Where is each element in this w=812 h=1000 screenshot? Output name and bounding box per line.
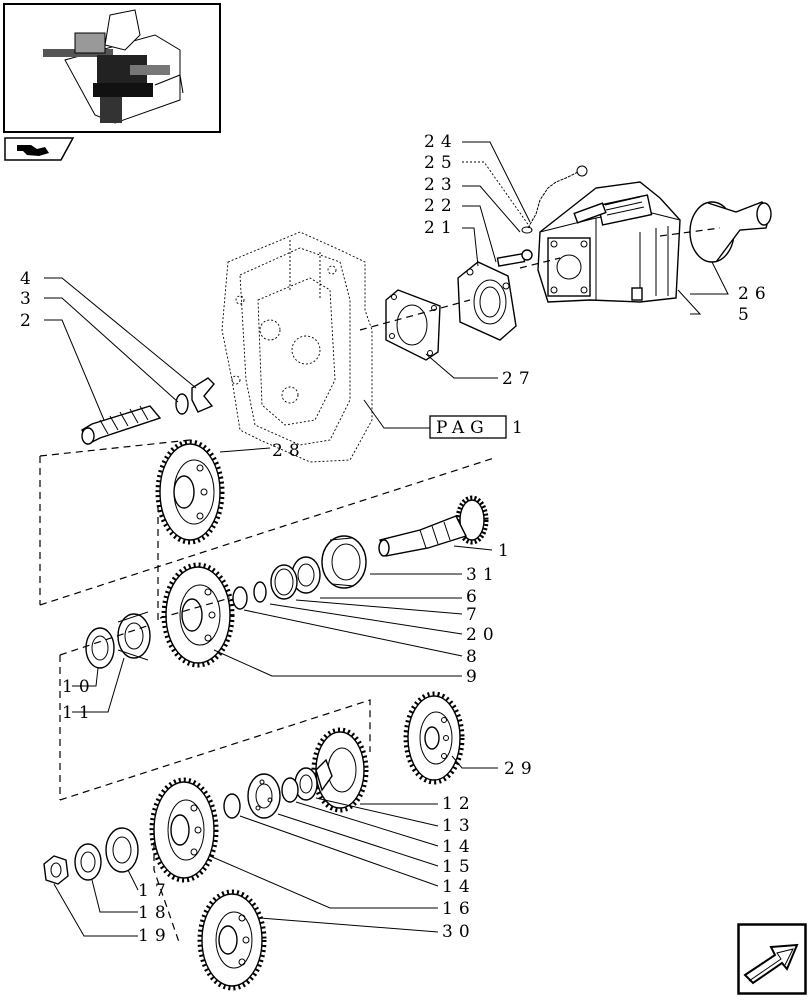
- callout-25: 25: [424, 153, 458, 173]
- bearing-17: [105, 827, 139, 873]
- assembly-outline-upper: [39, 439, 495, 620]
- assembly-thumbnail-icon: [43, 9, 184, 124]
- gear-9: [161, 562, 235, 668]
- callout-14b: 14: [442, 877, 476, 897]
- callout-26: 26: [738, 284, 772, 304]
- gear-16: [149, 777, 219, 883]
- next-page-button[interactable]: [737, 923, 807, 995]
- callout-16: 16: [442, 899, 476, 919]
- cover-26: [689, 201, 772, 263]
- page-reference-box[interactable]: PAG 1: [429, 415, 529, 439]
- bolt-22: [496, 249, 533, 267]
- callout-8: 8: [466, 647, 483, 667]
- callout-12: 12: [442, 794, 476, 814]
- callout-22: 22: [424, 196, 458, 216]
- callout-15: 15: [442, 857, 476, 877]
- callout-14a: 14: [442, 837, 476, 857]
- pump-housing-5: [537, 181, 681, 303]
- callout-24: 24: [424, 132, 458, 152]
- bearing-11: [117, 611, 151, 661]
- ring-14: [281, 777, 299, 803]
- bearing-31: [321, 535, 367, 589]
- assembly-thumbnail[interactable]: [3, 3, 221, 133]
- assembly-outline-lower: [59, 624, 371, 946]
- bearing-18: [74, 843, 102, 881]
- gear-29: [403, 691, 465, 785]
- callout-29: 29: [504, 759, 538, 779]
- callout-4: 4: [20, 269, 37, 289]
- callout-7: 7: [466, 605, 483, 625]
- callout-13: 13: [442, 816, 476, 836]
- callout-19: 19: [138, 926, 172, 946]
- snap-ring-7: [270, 564, 298, 600]
- catalog-tab[interactable]: [3, 137, 75, 161]
- callout-5: 5: [738, 305, 755, 325]
- bearing-10: [85, 627, 115, 669]
- callout-17: 17: [138, 881, 172, 901]
- callout-labels: 4 3 2 24 25 23 22 21 26 5 27 28 1 31 6 7…: [20, 132, 772, 946]
- pinion-shaft-1: [378, 495, 489, 557]
- bearing-15: [247, 773, 281, 819]
- callout-21: 21: [424, 218, 458, 238]
- ring-13: [294, 767, 318, 801]
- axis-lines: [159, 227, 721, 619]
- callout-10: 10: [62, 677, 96, 697]
- callout-18: 18: [138, 903, 172, 923]
- gear-28: [155, 439, 225, 545]
- callout-28: 28: [272, 441, 306, 461]
- leader-lines: [44, 141, 729, 937]
- callout-2: 2: [20, 311, 37, 331]
- callout-20: 20: [466, 625, 500, 645]
- gear-12: [311, 727, 369, 813]
- ring-20: [253, 581, 267, 603]
- callout-9: 9: [466, 667, 483, 687]
- callout-1: 1: [498, 541, 515, 561]
- nut-19: [43, 855, 69, 885]
- callout-11: 11: [62, 703, 96, 723]
- callout-6: 6: [466, 587, 483, 607]
- gearbox-housing: [221, 231, 373, 463]
- ring-14b: [223, 793, 241, 819]
- reference-number: 1: [512, 418, 529, 438]
- gasket-27: [385, 289, 441, 361]
- gear-30: [197, 889, 267, 991]
- shaft-2: [81, 377, 215, 445]
- callout-31: 31: [466, 565, 500, 585]
- catalog-book-icon: [4, 137, 75, 161]
- chain-24: [521, 165, 588, 234]
- callout-23: 23: [424, 175, 458, 195]
- next-page-arrow-icon: [737, 923, 807, 995]
- callout-27: 27: [502, 369, 536, 389]
- callout-3: 3: [20, 289, 37, 309]
- ring-8: [232, 586, 248, 610]
- callout-30: 30: [442, 922, 476, 942]
- reference-label: PAG: [436, 418, 490, 438]
